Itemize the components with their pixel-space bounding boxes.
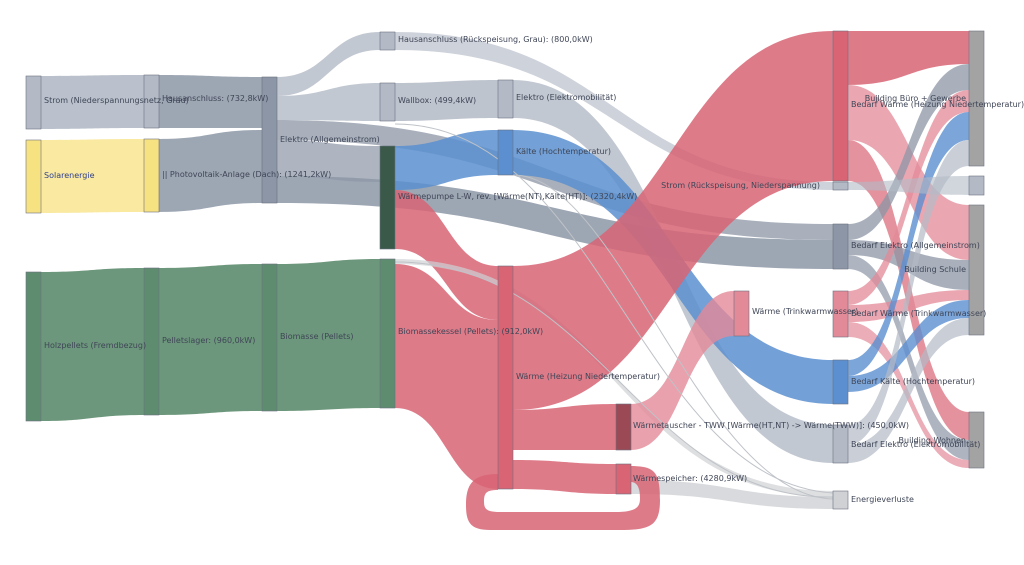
label-hausanschluss-rueck: Hausanschluss (Rückspeisung, Grau): (800… [398, 35, 593, 44]
label-bedarf-tww: Bedarf Wärme (Trinkwarmwasser) [851, 309, 986, 318]
node-elektro-allg [261, 76, 278, 204]
node-verluste [832, 490, 849, 510]
flow-biomasse-to-biomassekessel [277, 259, 380, 411]
node-holz [25, 271, 42, 422]
flow-elektro-allg-to-hausanschluss-rueck [277, 32, 380, 96]
node-building-wohnen [968, 411, 985, 469]
flow-bedarf-elektro-to-building-buero [848, 64, 969, 240]
flow-waermespeicher-to-verluste [631, 480, 833, 509]
node-hausanschluss-rueck [379, 31, 396, 51]
node-pv [143, 138, 160, 213]
flow-biomassekessel-to-verluste [395, 259, 833, 497]
label-waermepumpe: Wärmepumpe L-W, rev. [Wärme(NT),Kälte(HT… [398, 192, 637, 201]
flow-bedarf-elektro-to-building-wohnen [848, 255, 969, 460]
label-waerme-nt: Wärme (Heizung Niedertemperatur) [516, 372, 660, 381]
node-building-schule [968, 204, 985, 336]
flow-solar-to-pv [41, 139, 144, 213]
flow-strom-rueck-to-building-buero [848, 176, 969, 195]
label-verluste: Energieverluste [851, 495, 914, 504]
node-hausanschluss [143, 74, 160, 129]
flow-waerme-nt-to-waermetauscher [513, 404, 616, 450]
label-strom-rueck: Strom (Rückspeisung, Niederspannung) [661, 181, 820, 190]
flow-hausanschluss-to-elektro-allg [159, 75, 262, 128]
node-biomasse [261, 263, 278, 412]
node-strom-netz [25, 75, 42, 130]
flow-waermespeicher-loop [466, 466, 660, 530]
flow-minor-2 [512, 174, 834, 500]
flow-minor-1 [394, 123, 834, 494]
label-building-buero: Building Büro + Gewerbe [865, 94, 966, 103]
node-waermetauscher [615, 403, 632, 451]
flow-waermepumpe-to-kaelte [395, 130, 498, 190]
node-waermespeicher [615, 463, 632, 495]
flow-waermetauscher-to-waerme-tww [631, 291, 734, 450]
flow-bedarf-tww-to-building-schule [848, 290, 969, 322]
flow-waermepumpe-to-waerme-nt [395, 190, 498, 320]
flow-waerme-nt-to-bedarf-waerme [513, 31, 833, 410]
flow-links [41, 31, 969, 530]
node-bedarf-waerme [832, 30, 849, 182]
label-wallbox: Wallbox: (499,4kW) [398, 96, 476, 105]
node-elektro-mob [497, 79, 514, 119]
label-elektro-mob: Elektro (Elektromobilität) [516, 93, 616, 102]
node-solar [25, 139, 42, 214]
flow-strom-netz-to-hausanschluss [41, 75, 144, 129]
strom-rueck-right-node [968, 175, 985, 196]
label-waermespeicher: Wärmespeicher: (4280,9kW) [633, 474, 747, 483]
label-biomasse: Biomasse (Pellets) [280, 332, 353, 341]
flow-bedarf-mob-to-building-schule [848, 318, 969, 463]
node-waerme-nt [497, 265, 514, 490]
flow-bedarf-tww-to-building-buero [848, 90, 969, 305]
label-solar: Solarenergie [44, 171, 95, 180]
label-building-wohnen: Building Wohnen [899, 436, 966, 445]
label-bedarf-kaelte: Bedarf Kälte (Hochtemperatur) [851, 377, 975, 386]
label-bedarf-elektro: Bedarf Elektro (Allgemeinstrom) [851, 241, 980, 250]
flow-nodes [25, 30, 985, 510]
label-bedarf-waerme: Bedarf Wärme (Heizung Niedertemperatur) [851, 100, 1024, 109]
label-pv: || Photovoltaik-Anlage (Dach): (1241,2kW… [162, 170, 331, 179]
flow-pv-to-elektro-allg [159, 130, 262, 212]
node-waermepumpe [379, 145, 396, 250]
flow-elektro-allg-to-wallbox [277, 83, 380, 121]
label-biomassekessel: Biomassekessel (Pellets): (912,0kW) [398, 327, 543, 336]
label-strom-netz: Strom (Niederspannungsnetz, Grau) [44, 96, 189, 105]
node-pelletlager [143, 267, 160, 416]
node-building-buero [968, 30, 985, 167]
node-bedarf-kaelte [832, 359, 849, 405]
node-kaelte [497, 129, 514, 176]
flow-biomassekessel-to-waerme-nt [395, 264, 498, 489]
node-wallbox [379, 82, 396, 122]
label-building-schule: Building Schule [904, 265, 966, 274]
node-waerme-tww [733, 290, 750, 337]
node-bedarf-elektro [832, 223, 849, 270]
flow-bedarf-mob-to-building-buero [848, 140, 969, 445]
node-strom-rueck [832, 181, 849, 191]
flow-minor-0 [394, 261, 834, 498]
flow-pelletlager-to-biomasse [159, 264, 262, 415]
flow-hausanschluss-rueck-to-strom-rueck [395, 32, 833, 190]
flow-bedarf-elektro-to-building-schule [848, 240, 969, 290]
flow-bedarf-kaelte-to-building-buero [848, 112, 969, 376]
flow-elektro-allg-to-waermepumpe [277, 140, 380, 182]
label-waermetauscher: Wärmetauscher - TWW [Wärme(HT,NT) -> Wär… [633, 421, 909, 430]
node-bedarf-tww [832, 290, 849, 338]
flow-wallbox-to-elektro-mob [395, 80, 498, 121]
label-hausanschluss: Hausanschluss: (732,8kW) [162, 94, 268, 103]
node-bedarf-mob [832, 424, 849, 464]
flow-holz-to-pelletlager [41, 268, 144, 421]
label-kaelte: Kälte (Hochtemperatur) [516, 147, 611, 156]
label-waerme-tww: Wärme (Trinkwarmwasser) [752, 307, 858, 316]
flow-bedarf-waerme-to-building-schule [848, 85, 969, 260]
label-elektro-allg: Elektro (Allgemeinstrom) [280, 135, 380, 144]
node-biomassekessel [379, 258, 396, 409]
label-holz: Holzpellets (Fremdbezug) [44, 341, 146, 350]
label-pelletlager: Pelletslager: (960,0kW) [162, 336, 255, 345]
node-labels: Strom (Niederspannungsnetz, Grau) Solaren… [44, 35, 1024, 504]
flow-waerme-nt-to-waermespeicher [513, 460, 616, 494]
flow-bedarf-waerme-to-building-buero [848, 31, 969, 85]
label-bedarf-mob: Bedarf Elektro (Elektromobilität) [851, 440, 980, 449]
flow-bedarf-kaelte-to-building-schule [848, 300, 969, 392]
